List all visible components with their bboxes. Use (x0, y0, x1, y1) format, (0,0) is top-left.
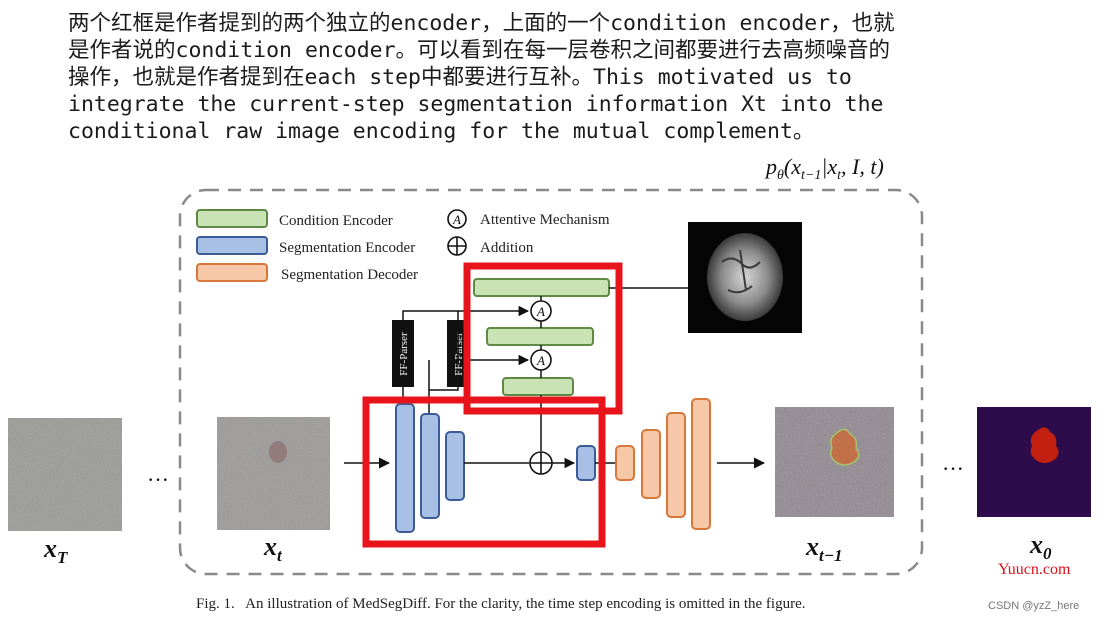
segmentation-decoder-layer-2 (641, 429, 661, 499)
image-xt (217, 417, 330, 530)
segmentation-encoder-layer-3 (445, 431, 465, 501)
segmentation-encoder-layer-2 (420, 413, 440, 519)
figure-caption: Fig. 1. An illustration of MedSegDiff. F… (196, 596, 806, 612)
legend-attentive-icon (447, 209, 467, 229)
highlight-segmentation-encoder (362, 396, 606, 548)
label-xT: xT (43, 534, 68, 567)
legend-addition-label: Addition (480, 240, 534, 256)
label-xt: xt (263, 532, 283, 565)
legend-segenc-label: Segmentation Encoder (279, 240, 415, 256)
watermark-site: Yuucn.com (998, 561, 1071, 578)
image-xT (8, 418, 122, 531)
legend-segenc-swatch (196, 236, 268, 255)
label-x0: x0 (1029, 530, 1052, 563)
raw-image-brain (688, 222, 802, 333)
svg-text:FF-Parser: FF-Parser (398, 332, 410, 376)
ellipsis-right: ··· (942, 456, 964, 481)
segmentation-decoder-layer-4 (691, 398, 711, 530)
condition-encoder-layer-1 (473, 278, 610, 297)
condition-encoder-layer-3 (502, 377, 574, 396)
condition-encoder-layer-2 (486, 327, 594, 346)
label-xt-minus-1: xt−1 (805, 532, 843, 565)
legend-condition-swatch (196, 209, 268, 228)
legend: Condition Encoder Segmentation Encoder S… (196, 209, 610, 283)
image-x0 (977, 407, 1091, 517)
description-text: 两个红框是作者提到的两个独立的encoder，上面的一个condition en… (68, 11, 895, 144)
segmentation-decoder-layer-1 (615, 445, 635, 481)
attentive-node-2: A (530, 349, 552, 371)
image-xt-minus-1 (775, 407, 894, 517)
watermark-csdn: CSDN @yzZ_here (988, 600, 1080, 612)
svg-text:A: A (536, 353, 545, 368)
svg-text:A: A (536, 304, 545, 319)
bottleneck-block (576, 445, 596, 481)
segmentation-decoder-layer-3 (666, 412, 686, 518)
addition-node (529, 451, 553, 475)
svg-text:A: A (452, 212, 461, 227)
legend-condition-label: Condition Encoder (279, 213, 393, 229)
svg-text:FF-Parser: FF-Parser (453, 332, 465, 376)
formula-label: pθ(xt−1|xt, I, t) (764, 154, 884, 183)
ff-parser-1: FF-Parser (392, 320, 414, 387)
segmentation-encoder-layer-1 (395, 403, 415, 533)
ellipsis-left: ··· (147, 467, 169, 492)
legend-segdec-label: Segmentation Decoder (281, 267, 418, 283)
highlight-condition-encoder (463, 262, 623, 415)
attentive-node-1: A (530, 300, 552, 322)
legend-segdec-swatch (196, 263, 268, 282)
legend-attentive-label: Attentive Mechanism (480, 212, 610, 228)
